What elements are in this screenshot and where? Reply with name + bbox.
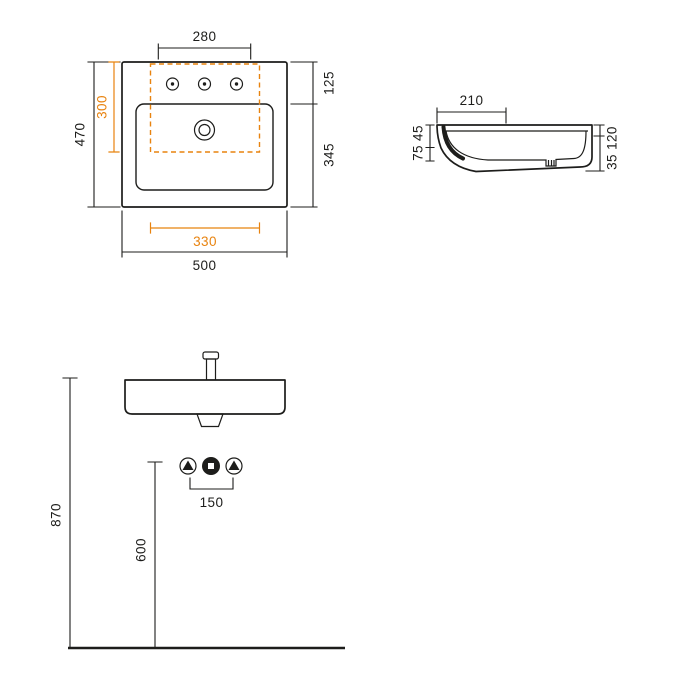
front-wall-section [441, 125, 465, 161]
drain-stub-front [196, 413, 224, 428]
drain-connection-square [208, 463, 214, 469]
top-view: 280 125 345 470 300 330 500 [73, 29, 337, 273]
dim-side-top-width: 210 [436, 93, 507, 124]
bowl-interior-line [445, 130, 587, 167]
dim-side-top-label: 210 [460, 93, 484, 108]
dim-depth-lines [87, 61, 121, 208]
dim-side-right: 35 120 [585, 124, 620, 172]
dim-lower-height-lines [147, 461, 163, 649]
dim-width-lines [121, 210, 288, 258]
dim-side-left-lines [425, 124, 435, 162]
dim-top-offset-label: 125 [322, 71, 337, 95]
drain-inner-circle [198, 123, 211, 137]
dim-side-top-lines [436, 107, 507, 124]
water-connection-left-icon [179, 457, 197, 475]
water-connection-left-triangle [182, 460, 194, 470]
dim-accent-depth-label: 300 [95, 95, 110, 119]
dim-connection-spacing-lines [189, 477, 234, 490]
dim-accent-width: 330 [149, 222, 261, 249]
dim-side-left-label: 75 45 [411, 125, 426, 161]
dim-width-label: 500 [193, 258, 217, 273]
dim-connection-spacing: 150 [189, 477, 234, 510]
dim-lower-height: 600 [134, 461, 163, 649]
bowl-outline-top [135, 103, 274, 191]
tap-spout [202, 351, 220, 360]
front-view: 150 600 870 [49, 351, 345, 650]
drain-top [193, 119, 216, 141]
dim-side-right-label: 35 120 [605, 126, 620, 170]
connection-symbols [179, 457, 243, 475]
dim-depth-label: 470 [73, 123, 88, 147]
tap-area-dashed-rect [149, 63, 261, 153]
dim-right-lines [290, 61, 318, 208]
dim-tap-width-label: 280 [193, 29, 217, 44]
dim-bottom-offset-label: 345 [322, 143, 337, 167]
drain-outer-circle [193, 119, 216, 141]
dim-right-offsets: 125 345 [290, 61, 337, 208]
dim-width-total: 500 [121, 210, 288, 273]
water-connection-right-triangle [228, 460, 240, 470]
dim-side-right-lines [585, 124, 605, 172]
dim-connection-spacing-label: 150 [200, 495, 224, 510]
dim-total-height-lines [62, 377, 78, 649]
faucet-hole-right-dot [234, 82, 239, 86]
dim-total-height-label: 870 [49, 503, 64, 527]
dim-lower-height-label: 600 [134, 538, 149, 562]
dim-total-height: 870 [49, 377, 78, 649]
dim-accent-depth: 300 [95, 61, 120, 153]
dim-accent-width-label: 330 [193, 234, 217, 249]
dim-depth-total: 470 [73, 61, 121, 208]
mixer-tap [202, 351, 220, 381]
basin-profile-outline [436, 124, 593, 173]
faucet-hole-left-icon [165, 77, 180, 91]
dim-accent-depth-lines [108, 61, 120, 153]
basin-front-outline [124, 379, 286, 415]
dim-accent-width-lines [149, 222, 261, 234]
drain-section-hatch [547, 160, 555, 166]
faucet-hole-left-dot [170, 82, 175, 86]
tap-body [205, 358, 217, 381]
dim-side-left: 75 45 [411, 124, 435, 162]
faucet-hole-center-dot [202, 82, 207, 86]
faucet-holes [165, 77, 244, 91]
water-connection-right-icon [225, 457, 243, 475]
faucet-hole-right-icon [229, 77, 244, 91]
dim-tap-width: 280 [157, 29, 252, 60]
side-view: 210 75 45 35 120 [411, 93, 620, 173]
faucet-hole-center-icon [197, 77, 212, 91]
dim-tap-width-lines [157, 43, 252, 60]
